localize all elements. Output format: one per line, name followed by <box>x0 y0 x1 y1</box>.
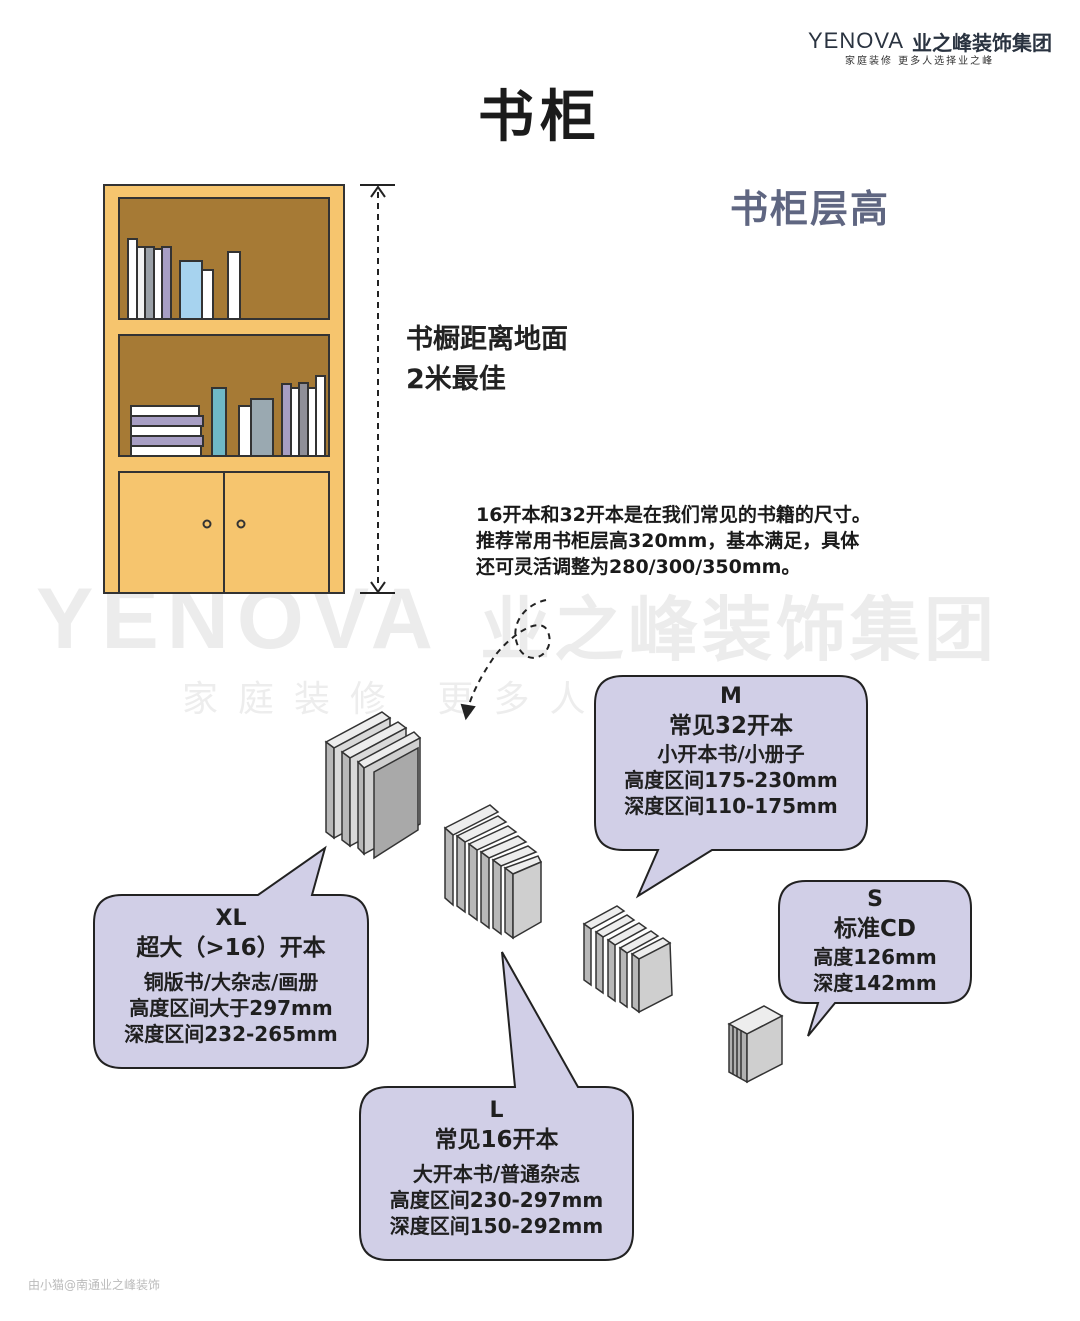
book-stack-l <box>443 804 543 940</box>
bubble-l-name: 常见16开本 <box>434 1127 559 1153</box>
bubble-xl-line-3: 深度区间232-265mm <box>124 1022 338 1046</box>
description-line-2: 推荐常用书柜层高320mm，基本满足，具体 <box>476 530 860 552</box>
bubble-l-line-1: 大开本书/普通杂志 <box>412 1162 581 1186</box>
page-title: 书柜 <box>478 85 602 150</box>
bubble-s-line-2: 深度142mm <box>813 971 937 995</box>
bubble-l-size: L <box>489 1098 504 1123</box>
bubble-xl-name: 超大（>16）开本 <box>136 935 326 961</box>
bubble-l-line-3: 深度区间150-292mm <box>389 1214 604 1238</box>
brand-slogan: 家庭装修 更多人选择业之峰 <box>845 56 995 67</box>
brand-logo-en: YENOVA <box>808 28 905 53</box>
bubble-xl-size: XL <box>215 906 247 931</box>
cabinet-note-line-2: 2米最佳 <box>406 364 506 395</box>
bubble-m-line-1: 小开本书/小册子 <box>657 742 805 766</box>
book-stack-xl <box>324 711 422 860</box>
bubble-s-name: 标准CD <box>834 916 916 942</box>
bubble-l-line-2: 高度区间230-297mm <box>389 1188 604 1212</box>
bubble-m-name: 常见32开本 <box>668 713 793 739</box>
bubble-l: L 常见16开本 大开本书/普通杂志 高度区间230-297mm 深度区间150… <box>360 1097 633 1239</box>
bubble-s-size: S <box>867 887 883 912</box>
book-stack-s <box>727 1005 784 1084</box>
book-stack-m <box>582 905 673 1014</box>
bubble-xl-line-2: 高度区间大于297mm <box>129 996 333 1020</box>
description-line-3: 还可灵活调整为280/300/350mm。 <box>476 556 801 578</box>
bubble-xl: XL 超大（>16）开本 铜版书/大杂志/画册 高度区间大于297mm 深度区间… <box>94 905 368 1047</box>
description-line-1: 16开本和32开本是在我们常见的书籍的尺寸。 <box>476 504 871 526</box>
brand-logo-cn: 业之峰装饰集团 <box>912 31 1052 55</box>
dashed-arrow <box>460 599 551 721</box>
bubble-s-line-1: 高度126mm <box>813 945 937 969</box>
section-subtitle: 书柜层高 <box>730 187 891 231</box>
bookcabinet-illustration <box>103 184 345 594</box>
image-credit: 由小猫@南通业之峰装饰 <box>28 1278 161 1292</box>
bubble-m: M 常见32开本 小开本书/小册子 高度区间175-230mm 深度区间110-… <box>595 683 867 819</box>
watermark-cn: 业之峰装饰集团 <box>480 589 998 671</box>
cabinet-height-note: 书橱距离地面 2米最佳 <box>406 320 568 400</box>
bubble-m-line-2: 高度区间175-230mm <box>624 768 838 792</box>
bubble-s: S 标准CD 高度126mm 深度142mm <box>779 886 971 996</box>
bubble-xl-line-1: 铜版书/大杂志/画册 <box>143 970 319 994</box>
bubble-shapes <box>93 675 972 1261</box>
cabinet-note-line-1: 书橱距离地面 <box>406 324 568 355</box>
bubble-m-line-3: 深度区间110-175mm <box>624 794 838 818</box>
size-description: 16开本和32开本是在我们常见的书籍的尺寸。 推荐常用书柜层高320mm，基本满… <box>476 502 871 580</box>
height-dimension-line <box>360 184 395 594</box>
bubble-m-size: M <box>720 684 742 709</box>
